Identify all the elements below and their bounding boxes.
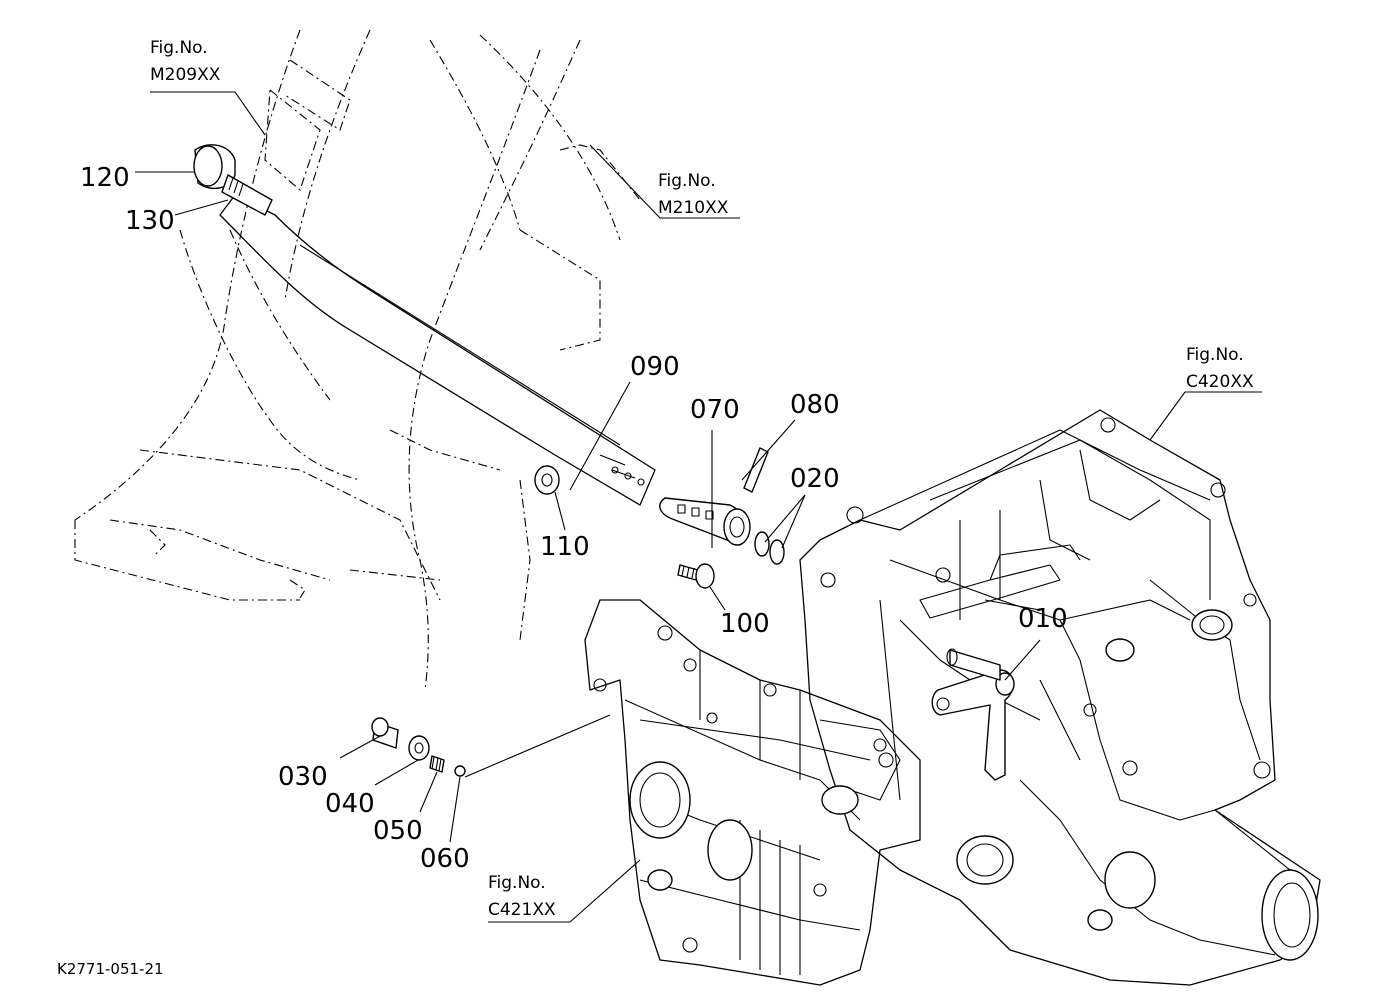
leader-lines bbox=[135, 91, 1262, 923]
bolt-part bbox=[677, 563, 715, 589]
part-number-080: 080 bbox=[790, 390, 840, 420]
part-number-050: 050 bbox=[373, 816, 423, 846]
part-number-010: 010 bbox=[1018, 604, 1068, 634]
fig-ref-code: M209XX bbox=[150, 65, 221, 85]
bushing-part bbox=[534, 465, 560, 495]
part-callouts: 010 020 030 040 050 060 070 080 090 100 … bbox=[80, 163, 1068, 874]
o-rings-part bbox=[754, 531, 785, 565]
fig-ref-label: Fig.No. bbox=[488, 873, 546, 893]
fig-ref-m210: Fig.No. M210XX bbox=[658, 171, 729, 218]
detent-parts bbox=[371, 717, 466, 777]
fender-outline bbox=[74, 29, 641, 691]
ring-part bbox=[221, 174, 273, 216]
spring-pin-part bbox=[743, 447, 769, 493]
knob-part bbox=[193, 144, 236, 190]
fig-ref-c421: Fig.No. C421XX bbox=[488, 873, 556, 920]
part-number-120: 120 bbox=[80, 163, 130, 193]
part-number-020: 020 bbox=[790, 464, 840, 494]
fig-ref-label: Fig.No. bbox=[1186, 345, 1244, 365]
fig-ref-code: C421XX bbox=[488, 900, 556, 920]
part-number-030: 030 bbox=[278, 762, 328, 792]
transmission-case-right bbox=[799, 409, 1321, 986]
fig-ref-code: M210XX bbox=[658, 198, 729, 218]
fig-ref-m209: Fig.No. M209XX bbox=[150, 38, 221, 85]
fig-ref-label: Fig.No. bbox=[658, 171, 716, 191]
part-number-060: 060 bbox=[420, 844, 470, 874]
part-number-100: 100 bbox=[720, 609, 770, 639]
part-number-070: 070 bbox=[690, 395, 740, 425]
part-number-090: 090 bbox=[630, 352, 680, 382]
fig-ref-c420: Fig.No. C420XX bbox=[1186, 345, 1254, 392]
drawing-code: K2771-051-21 bbox=[57, 960, 164, 978]
sleeve-part bbox=[659, 497, 751, 546]
part-number-110: 110 bbox=[540, 532, 590, 562]
fig-ref-label: Fig.No. bbox=[150, 38, 208, 58]
part-number-130: 130 bbox=[125, 206, 175, 236]
part-number-040: 040 bbox=[325, 789, 375, 819]
shift-lever-rod bbox=[219, 194, 656, 506]
fig-ref-code: C420XX bbox=[1186, 372, 1254, 392]
transmission-case-left bbox=[584, 599, 921, 986]
